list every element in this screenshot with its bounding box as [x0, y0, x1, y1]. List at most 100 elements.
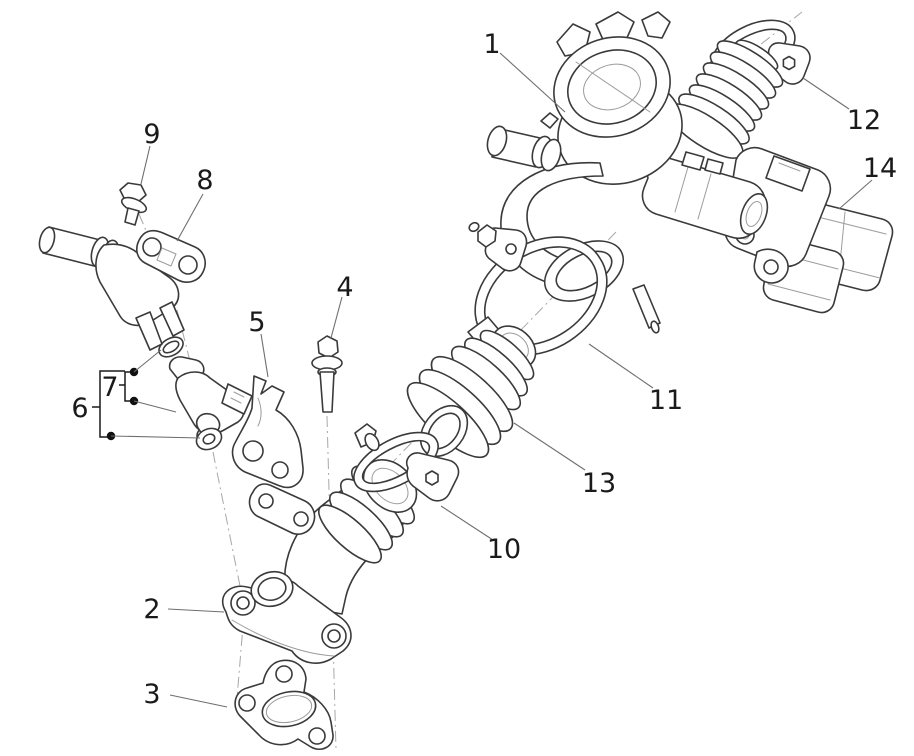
leader-3 [169, 694, 228, 708]
stub-cap [486, 125, 508, 157]
callout-6-7-brackets [92, 349, 201, 441]
gasket-hole-left [238, 694, 256, 712]
injector-connector [221, 383, 253, 415]
tps-mount-hole [763, 259, 779, 275]
bolt4-head [317, 335, 339, 359]
actuator-collars [674, 166, 712, 220]
axis-flange-gasket [236, 613, 245, 699]
leader-10 [440, 505, 494, 541]
gasket-center-inner [265, 694, 313, 724]
leader-13 [513, 422, 586, 471]
leader-lines [140, 52, 873, 708]
callout-5: 5 [248, 307, 265, 338]
gasket-hole-top [275, 665, 293, 683]
bracket-6-line [92, 370, 125, 438]
clamp11-hole [505, 243, 517, 255]
callout-7: 7 [101, 372, 118, 403]
part-5-bracket [231, 375, 304, 489]
bolt9-shank [124, 207, 140, 226]
callout-9: 9 [143, 119, 160, 150]
tps-mount-arm [753, 248, 789, 284]
bracket-7-line [119, 371, 133, 402]
clamp10-screw-washer [364, 432, 380, 452]
injector-seal-inner [202, 433, 216, 445]
bore-inner-ring [566, 49, 658, 125]
actuator-cap-inner [745, 201, 763, 227]
axis-vertical-manifold [326, 415, 337, 751]
clamp10-screw-housing [405, 452, 460, 502]
bullet-leader-oring [133, 349, 162, 373]
throttle-top-hook [641, 11, 671, 39]
manifold-arm-hole-b [293, 511, 309, 527]
part-2-intake-manifold [196, 426, 418, 664]
injector-body [175, 371, 245, 435]
callout-3: 3 [143, 679, 160, 710]
manifold-arm-plate [248, 483, 316, 535]
callout-12: 12 [847, 105, 881, 136]
flange-ear-left-hole [236, 596, 250, 610]
flange-ear-right-hole [327, 629, 341, 643]
stub-clamp-ring-b [540, 138, 562, 172]
butterfly-shaft [575, 61, 651, 113]
callout-11: 11 [649, 385, 683, 416]
callout-6: 6 [71, 393, 88, 424]
part-8-sensor [38, 226, 206, 351]
part-6-7-injector [158, 336, 253, 451]
sensor-prong-a [135, 311, 163, 351]
leader-1 [499, 52, 566, 113]
axis-injector-lower [212, 451, 243, 597]
callout-4: 4 [336, 272, 353, 303]
bracket-hole-big [242, 440, 264, 462]
part-13-sleeve [406, 316, 537, 459]
sensor-plate-slot [156, 247, 177, 267]
leader-12 [802, 77, 850, 110]
bracket-hole-small [271, 461, 289, 479]
actuator-tab-b [704, 158, 724, 175]
injector-seal-ring [195, 427, 223, 451]
part-1-throttle-body [486, 11, 832, 334]
leader-4 [330, 296, 343, 339]
clamp12-hex-hole [782, 55, 796, 71]
manifold-rib [318, 504, 382, 564]
leader-5 [260, 333, 269, 378]
bracket-fold-line [257, 397, 262, 427]
leader-11 [588, 343, 654, 389]
callout-13: 13 [582, 468, 616, 499]
leader-2 [167, 608, 225, 613]
leader-14 [838, 179, 873, 210]
flange-ear-left [230, 590, 256, 616]
sensor-prong-b [159, 301, 185, 337]
part-10-clamp [353, 423, 460, 502]
sensor-plate-hole-a [142, 237, 162, 257]
sensor-plate-hole-b [178, 255, 198, 275]
leader-8 [176, 193, 204, 242]
vacuum-prong [632, 284, 661, 329]
sensor-body [95, 243, 180, 327]
part-4-bolt [311, 335, 343, 413]
sensor-barrel-cap [38, 226, 56, 254]
flange-ear-right [321, 623, 347, 649]
bullet-leader-injector [133, 400, 177, 413]
hose-outlet-bore [555, 250, 613, 292]
bolt4-shank [319, 371, 335, 413]
part-9-bolt [119, 182, 148, 226]
actuator-tab-a [681, 151, 705, 171]
part-11-clamp-band [468, 221, 608, 356]
manifold-arm-hole-a [258, 493, 274, 509]
callout-2: 2 [143, 594, 160, 625]
callout-10: 10 [487, 534, 521, 565]
callout-numbers: 1 2 3 4 5 6 7 8 9 10 11 12 13 14 [71, 29, 897, 710]
tps-connector-socket [765, 155, 811, 192]
gasket-hole-bottom [308, 727, 326, 745]
callout-1: 1 [483, 29, 500, 60]
callout-8: 8 [196, 165, 213, 196]
flange-boss-bore [257, 576, 287, 602]
clamp11-screw-tip [468, 221, 480, 233]
clamp11-screw-head [477, 224, 497, 248]
callout-14: 14 [863, 153, 897, 184]
bullet-leader-seal [110, 435, 201, 439]
injector-pins [230, 391, 245, 404]
leader-9 [140, 145, 151, 185]
